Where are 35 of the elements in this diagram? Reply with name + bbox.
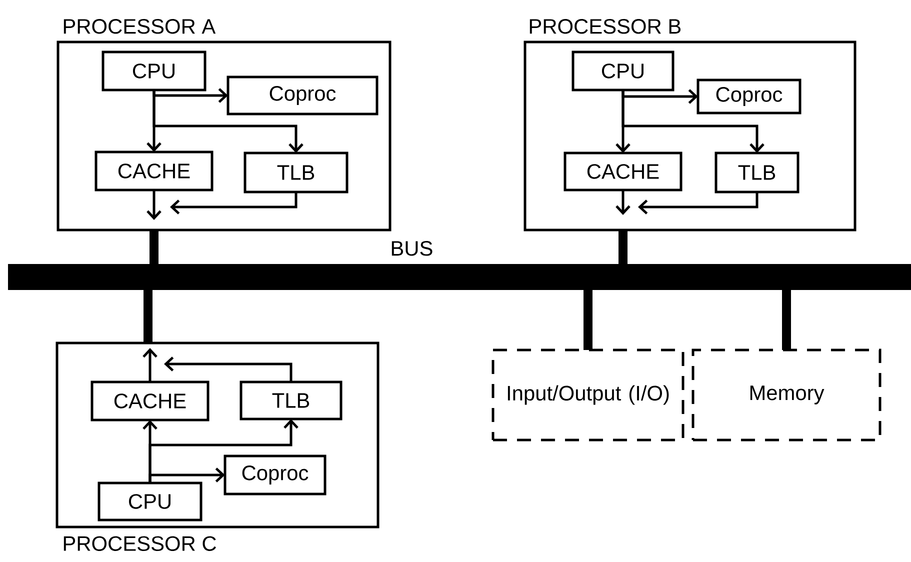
- arrow: [622, 89, 698, 104]
- unit-box: CPU: [98, 482, 202, 522]
- bus-connector: [144, 290, 152, 343]
- arrow: [152, 88, 228, 103]
- bus-connector: [782, 290, 791, 350]
- unit-box: CPU: [572, 50, 674, 92]
- bus-connector: [150, 230, 158, 264]
- arrow: [638, 192, 758, 214]
- arrow: [148, 419, 298, 483]
- unit-box: TLB: [240, 380, 342, 420]
- arrow: [148, 468, 225, 483]
- unit-box: TLB: [714, 152, 800, 194]
- arrow: [152, 90, 304, 153]
- device-box: Memory: [692, 348, 882, 442]
- unit-box: CACHE: [94, 150, 214, 192]
- bus-connector: [584, 290, 592, 350]
- unit-box: CACHE: [564, 152, 682, 192]
- processor-heading: PROCESSOR B: [530, 18, 681, 34]
- unit-box: Coproc: [696, 78, 802, 114]
- unit-box: CPU: [102, 50, 206, 92]
- processor-heading: PROCESSOR C: [64, 536, 216, 551]
- unit-box: CACHE: [90, 380, 210, 422]
- bus-connector: [618, 230, 628, 264]
- arrow: [146, 190, 162, 220]
- arrow: [622, 90, 764, 153]
- unit-box: TLB: [244, 152, 348, 194]
- unit-box: Coproc: [224, 454, 326, 496]
- arrow: [164, 356, 292, 382]
- unit-box: Coproc: [226, 76, 378, 116]
- arrow: [170, 192, 298, 214]
- arrow: [616, 190, 630, 215]
- device-box: Input/Output (I/O): [492, 348, 684, 442]
- arrow: [142, 348, 158, 382]
- processor-heading: PROCESSOR A: [64, 18, 216, 34]
- bus-label: BUS: [392, 240, 432, 256]
